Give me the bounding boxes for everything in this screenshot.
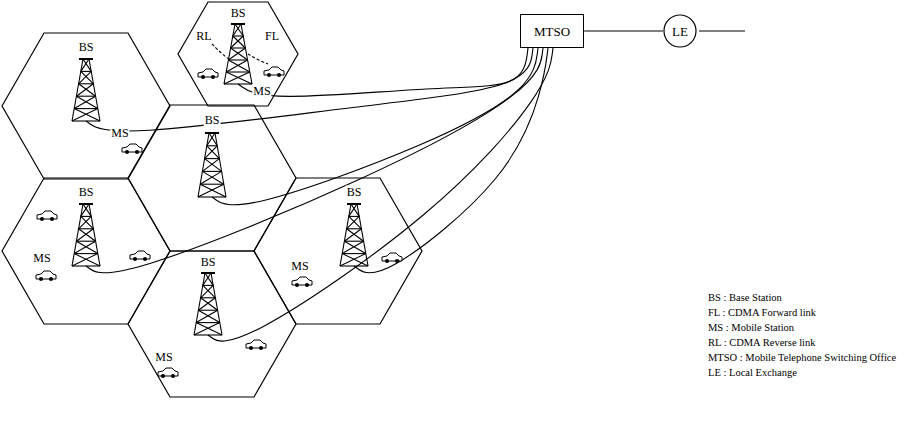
hexagon-shape: [2, 33, 170, 179]
car-symbol: [122, 144, 142, 154]
cell-label: RL: [195, 30, 212, 43]
legend-key-list: BS : Base StationFL : CDMA Forward linkM…: [708, 290, 904, 380]
trunk-wire: [86, 48, 533, 131]
cell-label: MS: [110, 127, 129, 140]
trunk-line: [699, 30, 745, 31]
cell-hexagon: BS MS: [2, 33, 170, 179]
hexagon-shape: [128, 105, 296, 251]
trunk-wire: [212, 48, 538, 205]
link-dash: [212, 44, 230, 60]
trunk-wire: [354, 48, 548, 273]
hexagon-shape: [254, 178, 422, 324]
trunk-wire: [584, 30, 663, 31]
car-symbol: [382, 253, 402, 263]
cell-outline: [128, 105, 296, 251]
tower-symbol: [72, 59, 100, 121]
tower-symbol: [194, 273, 222, 335]
cell-label: MS: [252, 85, 271, 98]
cell-outline: [254, 178, 422, 324]
abbreviation-key: LE : Local Exchange: [708, 365, 904, 380]
car-symbol: [130, 251, 150, 261]
hexagon-shape: [128, 251, 296, 397]
car-symbol: [198, 69, 218, 79]
tower-symbol: [224, 24, 252, 84]
tower-symbol: [340, 204, 368, 266]
cell-label: BS: [78, 186, 95, 199]
car-symbol: [264, 67, 284, 77]
cell-hexagon: BS RL FL MS: [178, 2, 298, 106]
trunk-wire: [208, 48, 553, 341]
cell-label: BS: [204, 114, 221, 127]
circle-shape: [664, 15, 696, 47]
abbreviation-key: RL : CDMA Reverse link: [708, 335, 904, 350]
hexagon-shape: [2, 178, 170, 324]
link-dash: [248, 54, 268, 64]
cell-label: FL: [264, 30, 280, 43]
abbreviation-key: MS : Mobile Station: [708, 320, 904, 335]
switching-office-box: MTSO: [520, 14, 584, 48]
abbreviation-key: FL : CDMA Forward link: [708, 305, 904, 320]
cell-label: MS: [32, 252, 51, 265]
cell-outline: [128, 251, 296, 397]
cell-label: BS: [78, 41, 95, 54]
trunk-wire: [86, 48, 543, 273]
abbreviation-key: BS : Base Station: [708, 290, 904, 305]
cell-hexagon: BS MS: [2, 178, 170, 324]
cell-outline: [2, 178, 170, 324]
tower-symbol: [198, 133, 226, 197]
cell-label: BS: [230, 7, 247, 20]
cell-label: BS: [346, 186, 363, 199]
exchange-circle: LE: [663, 14, 697, 48]
car-symbol: [292, 277, 312, 287]
car-symbol: [158, 368, 178, 378]
cell-hexagon: BS MS: [254, 178, 422, 324]
car-symbol: [36, 271, 56, 281]
car-symbol: [37, 211, 57, 221]
circle-label: LE: [672, 24, 688, 39]
cell-label: MS: [290, 260, 309, 273]
abbreviation-key: MTSO : Mobile Telephone Switching Office: [708, 350, 904, 365]
cell-hexagon: BS MS: [128, 251, 296, 397]
cell-label: BS: [200, 256, 217, 269]
car-symbol: [246, 340, 266, 350]
cell-label: MS: [154, 351, 173, 364]
box-label: MTSO: [534, 24, 570, 39]
cell-hexagon: BS: [128, 105, 296, 251]
hexagon-shape: [178, 2, 298, 106]
cell-outline: [2, 33, 170, 179]
tower-symbol: [72, 204, 100, 266]
